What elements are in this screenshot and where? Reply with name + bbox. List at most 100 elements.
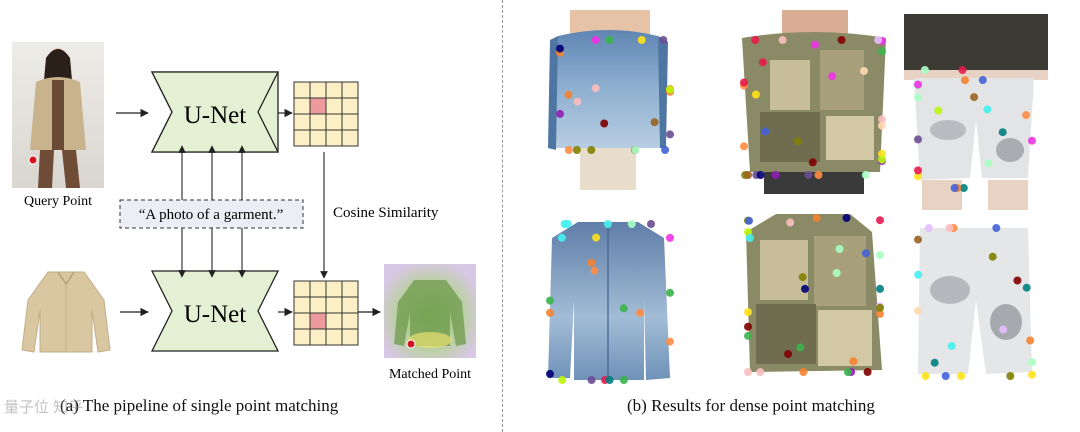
- correspondence-dot: [591, 84, 600, 93]
- correspondence-dot: [546, 369, 554, 378]
- correspondence-dot: [546, 308, 554, 317]
- result-shorts-flat: [918, 228, 1032, 374]
- correspondence-dot: [794, 137, 802, 146]
- correspondence-dot: [600, 119, 609, 128]
- grid-cell: [293, 296, 311, 314]
- result-patchwork-flat: [746, 214, 882, 372]
- correspondence-dot: [592, 233, 601, 242]
- correspondence-dot: [744, 331, 752, 340]
- result-shorts-on-model: [904, 14, 1048, 210]
- correspondence-dot: [988, 252, 997, 261]
- correspondence-dot: [837, 36, 846, 44]
- grid-cell: [309, 312, 327, 330]
- correspondence-dot: [878, 47, 886, 56]
- correspondence-dot: [603, 220, 612, 228]
- grid-cell: [293, 328, 311, 346]
- correspondence-dot: [740, 142, 748, 151]
- correspondence-dot: [835, 245, 844, 253]
- correspondence-dot: [959, 184, 968, 192]
- query-image: [12, 42, 104, 188]
- correspondence-dot: [666, 85, 674, 94]
- correspondence-dot: [666, 337, 674, 346]
- correspondence-dot: [740, 78, 748, 87]
- correspondence-dot: [924, 224, 933, 232]
- grid-cell: [309, 129, 327, 147]
- correspondence-dot: [921, 372, 930, 380]
- grid-cell: [325, 97, 343, 115]
- correspondence-dot: [863, 368, 872, 376]
- correspondence-dot: [811, 40, 819, 49]
- correspondence-dot: [814, 171, 823, 179]
- correspondence-dot: [745, 216, 753, 225]
- grid-cell: [293, 97, 311, 115]
- correspondence-dot: [950, 184, 959, 192]
- grid-cell: [293, 280, 311, 298]
- feature-grid-bottom: [293, 280, 359, 346]
- grid-cell: [325, 312, 343, 330]
- panel-divider: [502, 0, 503, 432]
- correspondence-dot: [874, 36, 883, 44]
- correspondence-dot: [808, 158, 817, 167]
- correspondence-dot: [878, 155, 886, 164]
- correspondence-dot: [744, 308, 752, 317]
- feature-grid-top: [293, 81, 359, 147]
- correspondence-dot: [587, 258, 596, 267]
- correspondence-dot: [619, 304, 628, 313]
- grid-cell: [293, 129, 311, 147]
- correspondence-dot: [758, 58, 767, 67]
- correspondence-dot: [876, 309, 884, 318]
- correspondence-dot: [631, 146, 640, 154]
- correspondence-dot: [556, 109, 564, 118]
- correspondence-dot: [832, 269, 841, 277]
- grid-cell: [309, 97, 327, 115]
- correspondence-dot: [930, 358, 939, 367]
- correspondence-dot: [801, 284, 809, 293]
- correspondence-dot: [914, 270, 923, 279]
- correspondence-dot: [914, 166, 922, 175]
- correspondence-dot: [941, 372, 950, 380]
- correspondence-dot: [861, 249, 870, 258]
- grid-cell: [309, 328, 327, 346]
- correspondence-dot: [556, 44, 564, 53]
- result-denim-on-model: [548, 10, 668, 190]
- grid-cell: [325, 129, 343, 147]
- correspondence-dot: [659, 36, 668, 44]
- correspondence-dot: [557, 233, 566, 242]
- correspondence-dot: [590, 266, 599, 275]
- garment-image: [16, 262, 116, 362]
- correspondence-dot: [619, 376, 628, 384]
- correspondence-dot: [934, 106, 943, 115]
- grid-cell: [325, 280, 343, 298]
- correspondence-dot: [828, 72, 837, 81]
- correspondence-dot: [637, 36, 646, 44]
- result-denim-flat: [548, 222, 670, 380]
- grid-cell: [341, 312, 359, 330]
- correspondence-dot: [914, 135, 922, 144]
- correspondence-dot: [958, 66, 967, 74]
- correspondence-dot: [605, 376, 614, 384]
- correspondence-dot: [983, 105, 992, 114]
- correspondence-dot: [564, 146, 573, 154]
- grid-cell: [293, 113, 311, 131]
- correspondence-dot: [914, 93, 922, 102]
- correspondence-dot: [1006, 372, 1015, 380]
- correspondence-dot: [1013, 276, 1022, 285]
- matched-heatmap: [384, 264, 476, 358]
- correspondence-dot: [920, 66, 929, 74]
- correspondence-dot: [745, 234, 754, 242]
- correspondence-dot: [636, 308, 645, 317]
- correspondence-dot: [843, 368, 852, 376]
- correspondence-dot: [1026, 336, 1035, 345]
- dense-matching-results: [546, 10, 1048, 384]
- grid-cell: [309, 81, 327, 99]
- correspondence-dot: [605, 36, 614, 44]
- unet-top-label: U-Net: [184, 102, 247, 129]
- caption-b: (b) Results for dense point matching: [627, 396, 875, 415]
- correspondence-dot: [744, 171, 753, 179]
- grid-cell: [309, 113, 327, 131]
- correspondence-dot: [666, 288, 674, 297]
- pipeline-diagram: Query Point U-Net U-Net “A photo of a ga…: [12, 42, 476, 382]
- correspondence-dot: [804, 171, 813, 179]
- correspondence-dot: [914, 235, 922, 244]
- correspondence-dot: [591, 36, 600, 44]
